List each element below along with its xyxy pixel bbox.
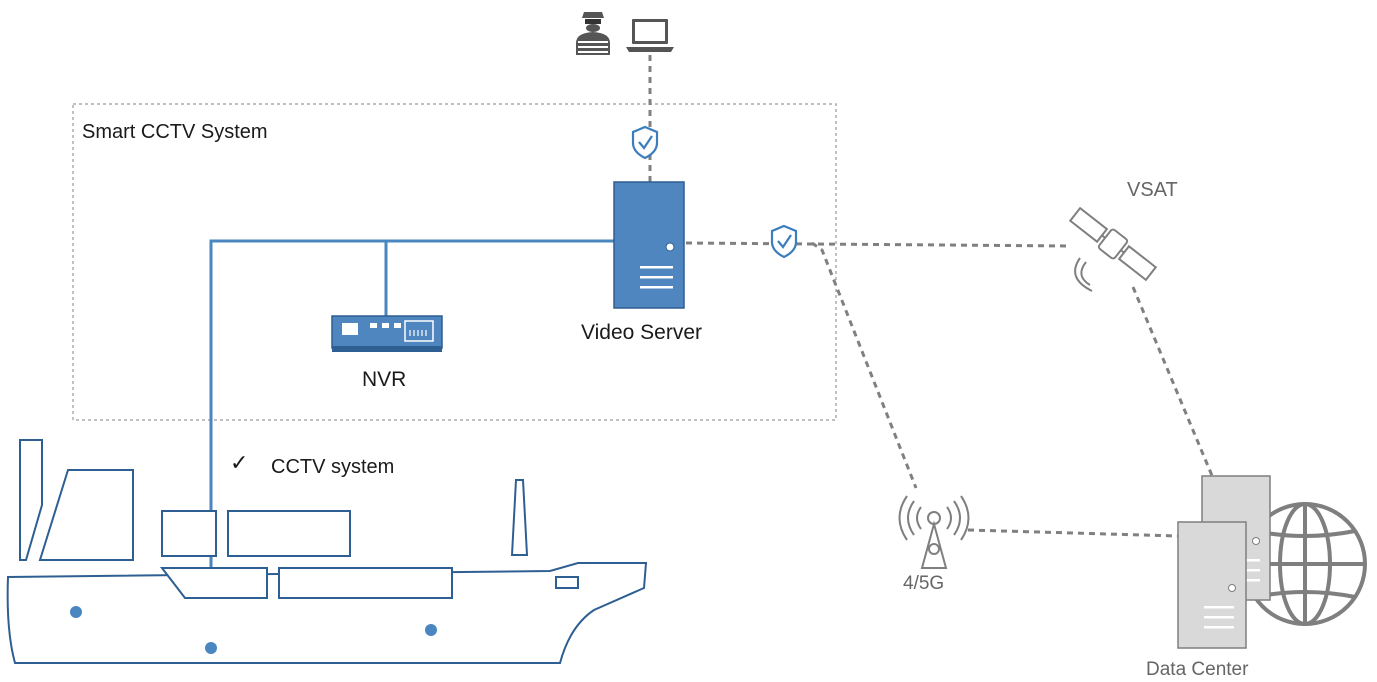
mariner-icon: [576, 12, 610, 55]
ship-porthole: [555, 576, 579, 589]
ship-bridge: [38, 469, 134, 561]
ship-funnel: [510, 479, 529, 556]
data-center-label: Data Center: [1146, 659, 1249, 680]
smart-cctv-system-boundary: [72, 103, 837, 421]
security-shield-icon: [770, 224, 798, 259]
camera-node: [205, 642, 217, 654]
smart-cctv-system-title: Smart CCTV System: [82, 121, 268, 143]
nvr-label: NVR: [362, 368, 406, 391]
ship-hull: [6, 562, 648, 664]
camera-node: [70, 606, 82, 618]
container-lower-right: [278, 567, 453, 599]
satellite-icon: [1068, 206, 1158, 282]
laptop-icon: [626, 19, 674, 52]
ship-icon: [6, 439, 648, 664]
vsat-datacenter-link: [1131, 286, 1215, 479]
server-rack-icon: [1177, 521, 1247, 649]
ship-mast-front: [19, 439, 43, 561]
network-links: [648, 55, 1215, 538]
video-server-label: Video Server: [581, 321, 702, 344]
container-upper-left: [161, 510, 217, 557]
container-upper-right: [227, 510, 351, 557]
nvr-icon: [331, 315, 443, 352]
server-vsat-link: [685, 241, 1071, 248]
satellite-dish-icon: [1074, 257, 1093, 292]
vsat-label: VSAT: [1127, 179, 1178, 201]
cellular-label: 4/5G: [903, 573, 944, 594]
container-lower-left: [159, 567, 268, 599]
security-shield-icon: [631, 125, 659, 160]
cellular-datacenter-link: [967, 528, 1179, 538]
video-server-icon: [613, 181, 685, 309]
camera-node: [425, 624, 437, 636]
server-cellular-link: [811, 241, 918, 489]
cctv-system-label: CCTV system: [271, 456, 394, 478]
globe-icon: [1243, 502, 1367, 626]
cctv-check-icon: ✓: [230, 450, 248, 475]
cell-tower-icon: [898, 495, 970, 569]
